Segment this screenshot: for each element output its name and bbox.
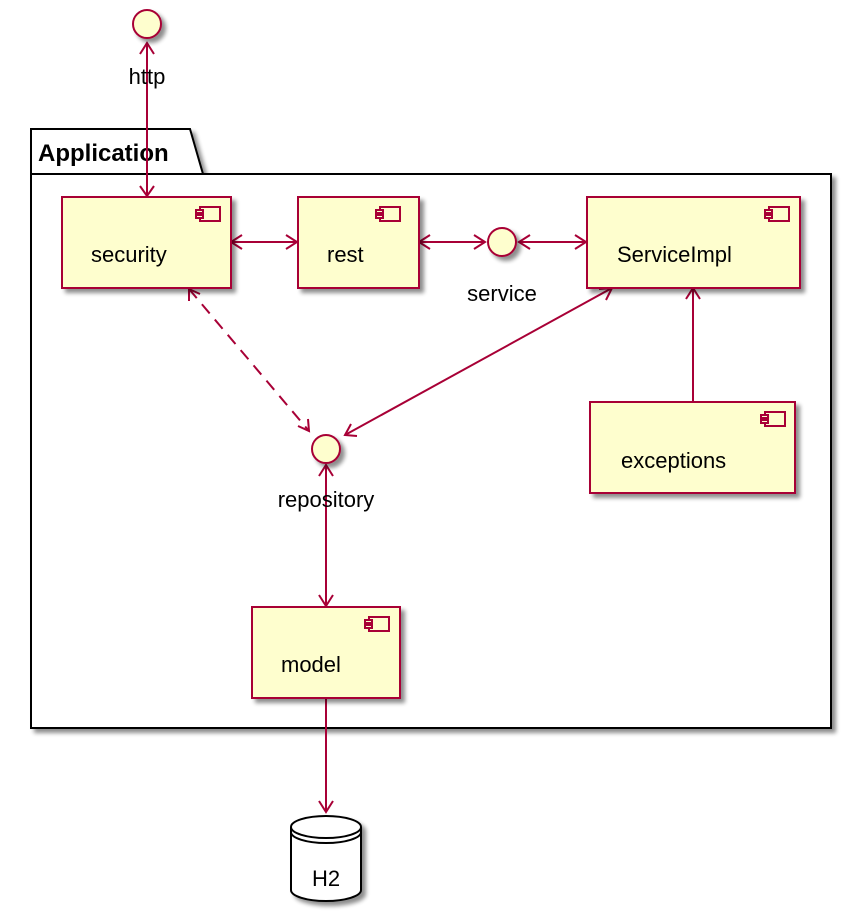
interface-label-repository: repository: [278, 487, 375, 512]
edge-serviceimpl-repository: [344, 287, 613, 436]
interface-service: service: [467, 227, 537, 306]
component-exceptions: exceptions: [589, 401, 796, 494]
component-label-exceptions: exceptions: [621, 448, 726, 473]
component-icon: [764, 206, 790, 222]
component-model: model: [251, 606, 401, 699]
component-label-serviceimpl: ServiceImpl: [617, 242, 732, 267]
component-icon: [364, 616, 390, 632]
interface-label-http: http: [129, 64, 166, 89]
interface-http: http: [129, 9, 166, 89]
edge-security-repository: [188, 288, 310, 432]
component-rest: rest: [297, 196, 420, 289]
component-serviceimpl: ServiceImpl: [586, 196, 801, 289]
package-title: Application: [38, 140, 169, 167]
database-h2: H2: [290, 815, 362, 902]
database-label: H2: [312, 866, 340, 891]
component-label-security: security: [91, 242, 167, 267]
component-label-model: model: [281, 652, 341, 677]
component-icon: [195, 206, 221, 222]
component-security: security: [61, 196, 232, 289]
component-icon: [760, 411, 786, 427]
component-icon: [375, 206, 401, 222]
interface-repository: repository: [278, 434, 375, 512]
interface-label-service: service: [467, 281, 537, 306]
component-label-rest: rest: [327, 242, 364, 267]
